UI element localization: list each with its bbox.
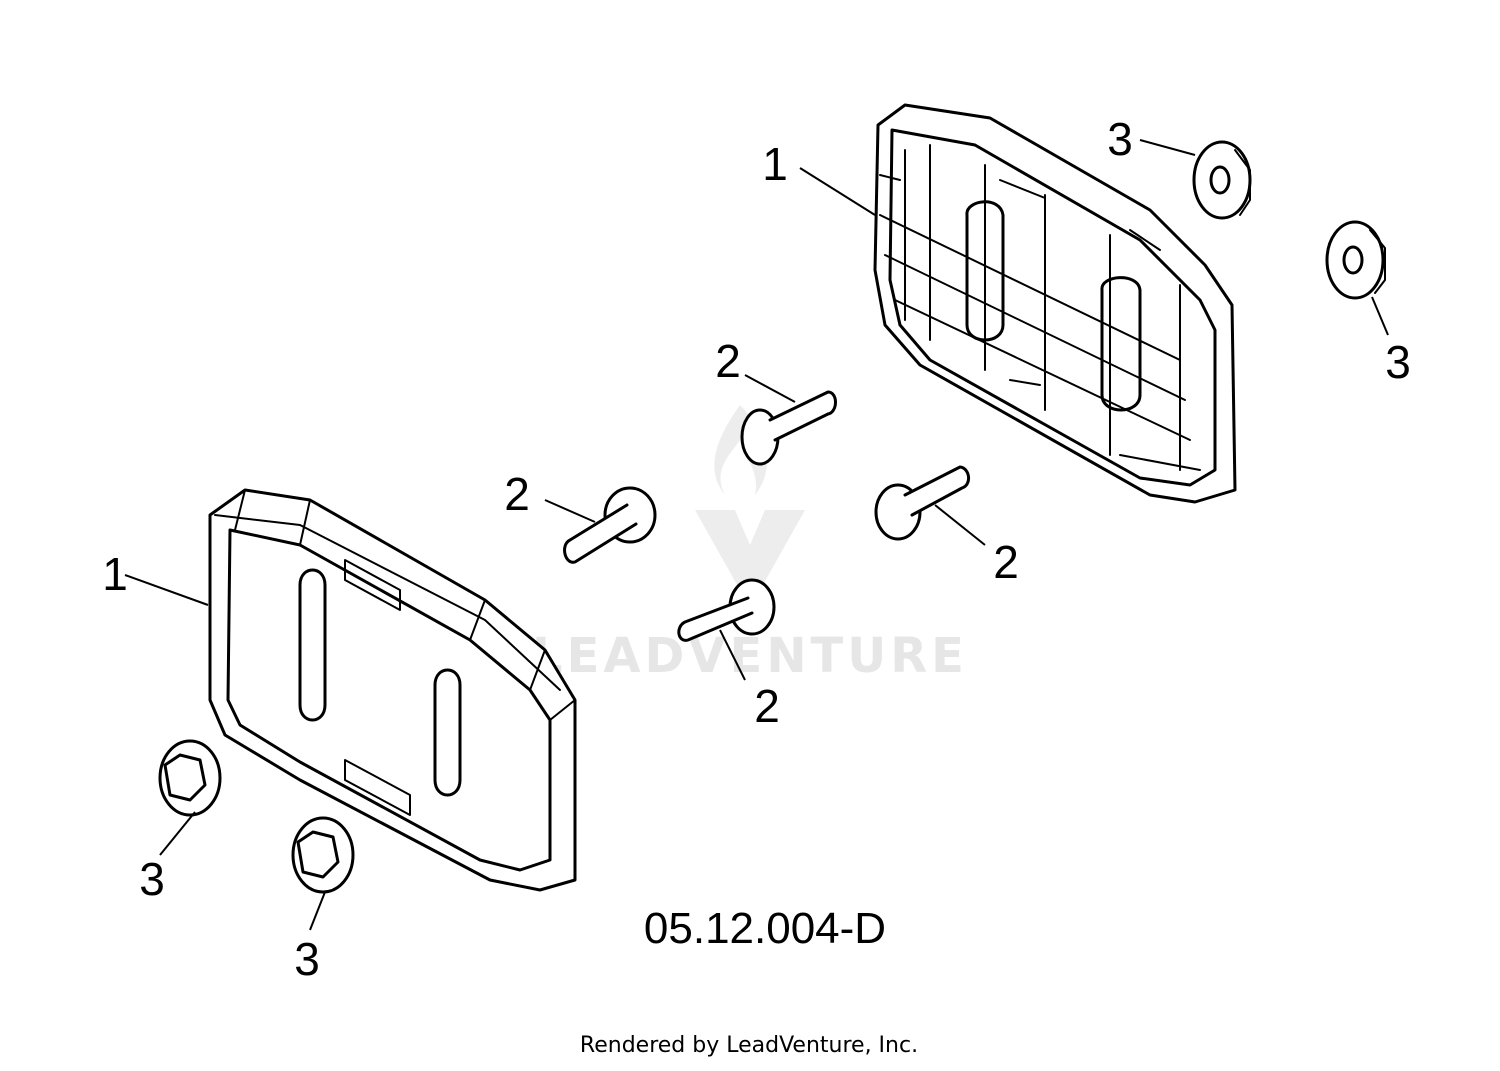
callout-skid-shoe-bottom: 1	[102, 548, 128, 600]
callout-bolt-top-left: 2	[715, 335, 741, 387]
diagram-code: 05.12.004-D	[644, 904, 886, 953]
carriage-bolt-1	[740, 390, 837, 466]
callout-bolt-middle-top: 2	[504, 468, 530, 520]
rendered-by-credit: Rendered by LeadVenture, Inc.	[580, 1033, 918, 1058]
callout-nut-bottom-left: 3	[139, 853, 165, 905]
callout-bolt-middle-bottom: 2	[754, 680, 780, 732]
carriage-bolt-3	[677, 578, 776, 642]
callout-nut-right: 3	[1385, 336, 1411, 388]
callout-nut-bottom-middle: 3	[294, 933, 320, 985]
leadventure-watermark: LEADVENTURE	[532, 405, 968, 684]
watermark-text: LEADVENTURE	[532, 628, 968, 684]
flange-nut-1	[1192, 140, 1252, 220]
carriage-bolt-4	[874, 465, 970, 541]
flange-nut-4	[291, 816, 355, 894]
callout-nut-top: 3	[1107, 113, 1133, 165]
flange-nut-2	[1325, 220, 1386, 300]
skid-shoe-bottom	[208, 488, 577, 892]
flange-nut-3	[158, 739, 222, 817]
skid-shoe-top	[873, 103, 1237, 504]
leader-lines	[124, 139, 1389, 931]
callout-skid-shoe-top: 1	[762, 138, 788, 190]
callout-bolt-right: 2	[993, 536, 1019, 588]
carriage-bolt-2	[563, 486, 657, 564]
